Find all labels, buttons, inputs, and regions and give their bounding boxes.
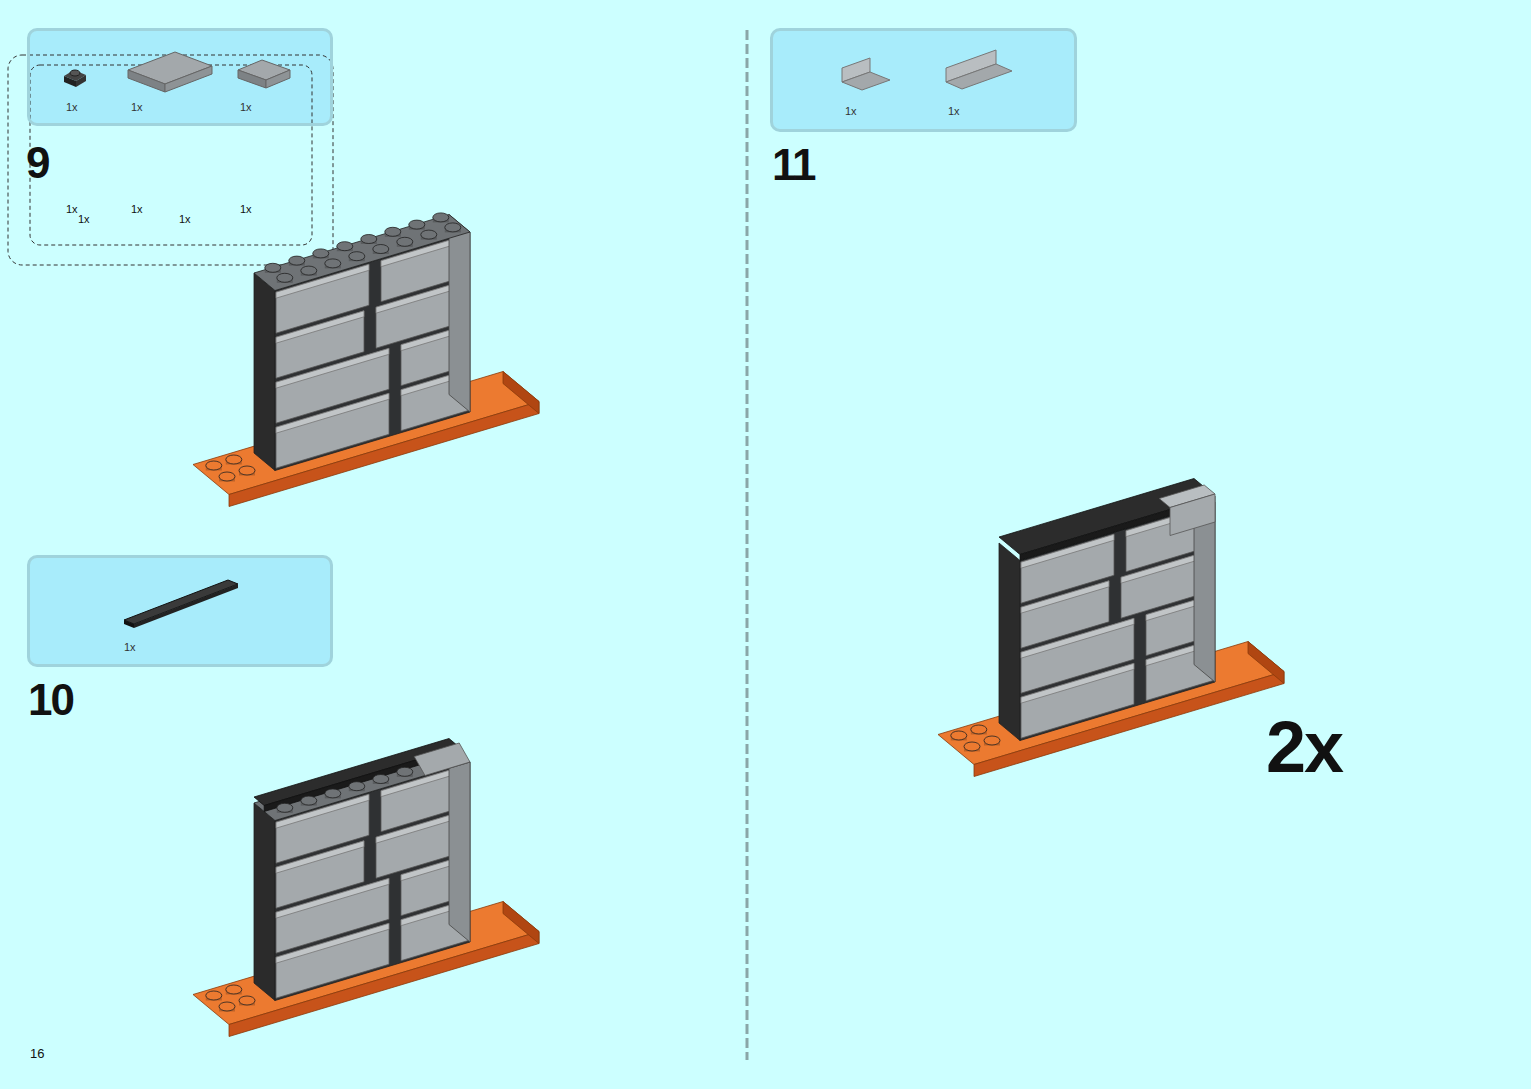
stud [971,725,987,734]
stud [239,466,255,475]
brick-face [1021,663,1134,738]
part-quantity: 1x [66,203,78,215]
stud [373,775,389,784]
brick-face [275,762,470,1001]
brick-face [999,543,1020,741]
callout-fill [29,30,331,124]
stud [325,259,341,268]
brick-face [414,743,470,776]
part-quantity: 1x [124,641,136,653]
stud [206,991,222,1000]
brick-face [276,923,389,963]
stud [206,461,222,470]
brick-face [503,902,539,944]
part-quantity: 1x [845,105,857,117]
stud [277,273,293,282]
brick-face [276,393,389,433]
part-quantity: 1x [131,101,143,113]
stud [313,249,329,258]
part-plate-2x3 [128,52,212,92]
part-plate-2x2 [238,60,290,88]
brick-face [449,215,470,413]
multiplier: 2x [1266,706,1342,788]
stud [325,789,341,798]
stud [239,996,255,1005]
part-quantity: 1x [66,101,78,113]
brick-face [254,273,275,471]
stud [433,213,449,222]
brick-face [276,348,389,388]
part-bracket [842,58,890,90]
brick-face [1021,663,1134,703]
stud [951,731,967,740]
stud [226,985,242,994]
page-divider [746,30,749,1060]
brick-face [1021,581,1109,613]
brick-face [503,372,539,414]
stud [301,266,317,275]
stud [219,1002,235,1011]
brick-face [276,393,389,468]
parts-callout: 1x 1x 1x [27,28,333,126]
submodel-frame [30,65,312,245]
wall-model [938,479,1284,777]
stud [984,736,1000,745]
callout-fill [772,30,1075,130]
part-plate-1x1 [64,70,86,87]
stud [289,256,305,265]
stud [277,803,293,812]
parts-callout: 1x [27,555,333,667]
stud [219,472,235,481]
parts-callout: 1x 1x [770,28,1077,132]
brick-face [276,841,364,873]
stud [421,230,437,239]
submodel-frame [8,55,333,265]
stud [397,237,413,246]
brick-face [254,803,275,1001]
stud [385,227,401,236]
stud [337,242,353,251]
stud [445,223,461,232]
part-quantity: 1x [131,203,143,215]
brick-face [254,215,470,291]
wall-model [193,213,539,507]
part-quantity: 1x [179,213,191,225]
step-number: 10 [28,675,73,725]
brick-face [449,745,470,943]
part-bracket [946,50,1012,89]
brick-face [1248,642,1284,684]
stud [301,796,317,805]
page-number: 16 [30,1046,44,1061]
brick-face [1170,494,1215,536]
brick-face [276,923,389,998]
brick-face [276,878,389,918]
stud [361,235,377,244]
stud [349,252,365,261]
brick-face [1021,618,1134,658]
part-quantity: 1x [948,105,960,117]
part-tile-1x8 [124,580,238,628]
stud [226,455,242,464]
stud [265,263,281,272]
brick-face [276,311,364,343]
stud [397,767,413,776]
part-quantity: 1x [240,203,252,215]
step-number: 9 [26,138,48,188]
part-quantity: 1x [240,101,252,113]
stud [349,782,365,791]
brick-face [275,232,470,471]
stud [964,742,980,751]
wall-models [193,213,1284,1037]
step-number: 11 [772,140,815,190]
stud [373,245,389,254]
brick-face [999,479,1215,555]
part-quantity: 1x [78,213,90,225]
callout-fill [29,557,331,665]
stud [409,220,425,229]
wall-model [193,739,539,1037]
